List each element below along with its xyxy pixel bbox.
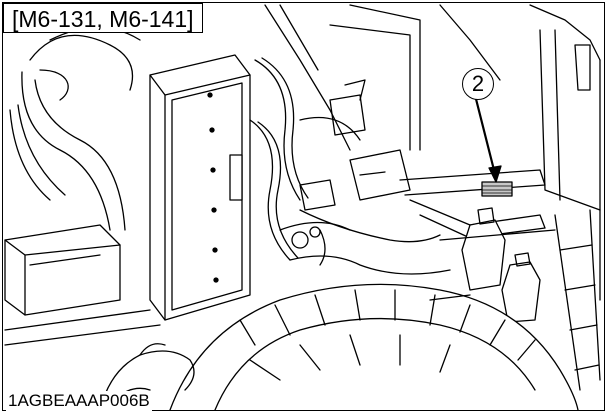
wiring-harness [249, 57, 451, 275]
callout-number-badge: 2 [462, 68, 494, 100]
engine-panel [149, 54, 251, 321]
battery-box [4, 224, 121, 316]
frame-rails [4, 229, 556, 346]
figure-border [2, 2, 605, 411]
tractor-tire [169, 283, 579, 411]
linkage-rod [399, 169, 546, 239]
figure-code: 1AGBEAAAP006B [6, 391, 152, 411]
cab-frame-lines [264, 4, 601, 301]
model-label: [M6-131, M6-141] [3, 3, 203, 33]
callout-arrow [474, 97, 502, 183]
step-ladder [554, 209, 601, 391]
